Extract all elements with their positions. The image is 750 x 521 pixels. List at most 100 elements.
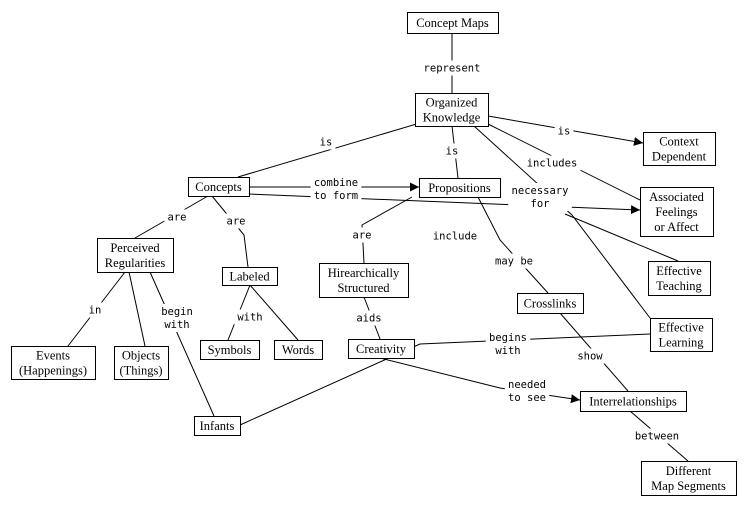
link-label-text: needed [508, 379, 546, 391]
link-label-text: is [320, 137, 333, 149]
link-label-text: with [237, 312, 262, 324]
link-label-text: with [164, 319, 189, 331]
link-label-text: in [89, 305, 102, 317]
link-label-text: begins [489, 332, 527, 344]
concept-label: Regularities [105, 256, 166, 270]
concept-label: Structured [337, 281, 390, 295]
link-label-are-1: are [164, 209, 190, 225]
connector-line [211, 195, 249, 268]
concept-label: Crosslinks [524, 297, 577, 311]
link-label-are-3: are [349, 227, 375, 243]
connector-line [239, 333, 651, 426]
concept-label: Learning [658, 336, 704, 350]
connector-line [249, 284, 299, 341]
concept-objects: Objects(Things) [114, 346, 169, 380]
link-label-between: between [631, 428, 683, 444]
link-label-is-3: is [554, 123, 574, 139]
concept-label: Feelings [655, 205, 697, 219]
link-label-in: in [85, 302, 105, 318]
link-label-text: represent [424, 63, 481, 75]
link-label-text: for [531, 198, 550, 210]
link-label-text: may be [495, 256, 533, 268]
connector-line [564, 213, 679, 262]
concept-label: Map Segments [651, 479, 726, 493]
link-label-text: show [577, 351, 603, 363]
link-label-text: are [353, 230, 372, 242]
concept-label: Symbols [208, 343, 252, 357]
concept-symbols: Symbols [200, 340, 260, 360]
concept-label: Different [666, 464, 712, 478]
link-label-text: begin [161, 306, 193, 318]
concept-creativity: Creativity [348, 339, 415, 359]
concept-infants: Infants [194, 416, 241, 436]
link-label-is-2: is [442, 143, 462, 159]
link-label-with: with [234, 309, 266, 325]
concept-nodes: Concept MapsOrganizedKnowledgeContextDep… [11, 12, 737, 496]
link-label-are-2: are [223, 213, 249, 229]
link-label-text: are [168, 212, 187, 224]
concept-label: (Happenings) [19, 364, 87, 378]
link-label-show: show [574, 348, 606, 364]
concept-label: Context [659, 135, 699, 149]
link-label-include: include [429, 228, 481, 244]
connector-line [149, 271, 215, 417]
concept-label: Associated [649, 190, 705, 204]
link-label-may-be: may be [491, 253, 537, 269]
concept-events: Events(Happenings) [11, 346, 96, 380]
link-label-text: is [446, 146, 459, 158]
link-label-text: are [227, 216, 246, 228]
link-label-text: combine [314, 177, 358, 189]
concept-concept-maps: Concept Maps [407, 12, 499, 34]
concept-label: (Things) [119, 364, 162, 378]
concept-label: Creativity [356, 342, 407, 356]
concept-label: Events [36, 349, 70, 363]
concept-label: Knowledge [423, 111, 481, 125]
link-label-is-1: is [316, 134, 336, 150]
concept-label: Concept Maps [416, 16, 489, 30]
concept-label: Objects [122, 349, 160, 363]
concept-label: Dependent [652, 150, 707, 164]
link-label-text: includes [527, 158, 578, 170]
concept-label: Effective [658, 321, 704, 335]
link-label-includes: includes [523, 155, 581, 171]
link-label-aids: aids [353, 310, 385, 326]
link-label-text: with [495, 345, 520, 357]
link-label-text: aids [356, 313, 381, 325]
concept-words: Words [274, 340, 323, 360]
connector-line [473, 125, 651, 319]
link-label-text: include [433, 231, 477, 243]
concept-label: Concepts [195, 180, 242, 194]
concept-interrelationships: Interrelationships [580, 391, 687, 412]
link-label-represent: represent [420, 60, 484, 76]
concept-label: Hirearchically [328, 266, 400, 280]
link-label-text: necessary [512, 185, 569, 197]
concept-label: Propositions [428, 181, 491, 195]
link-label-text: to see [508, 392, 546, 404]
connector-line [477, 196, 549, 294]
concept-label: Effective [656, 264, 702, 278]
concept-labeled: Labeled [222, 267, 278, 286]
concept-concepts: Concepts [188, 177, 250, 197]
link-label-text: is [558, 126, 571, 138]
connector-line [128, 271, 146, 347]
connector-line [361, 196, 413, 264]
concept-crosslinks: Crosslinks [517, 293, 584, 314]
concept-label: Words [282, 343, 314, 357]
link-label-text: between [635, 431, 679, 443]
concept-label: Teaching [656, 279, 702, 293]
concept-label: Interrelationships [589, 395, 677, 409]
